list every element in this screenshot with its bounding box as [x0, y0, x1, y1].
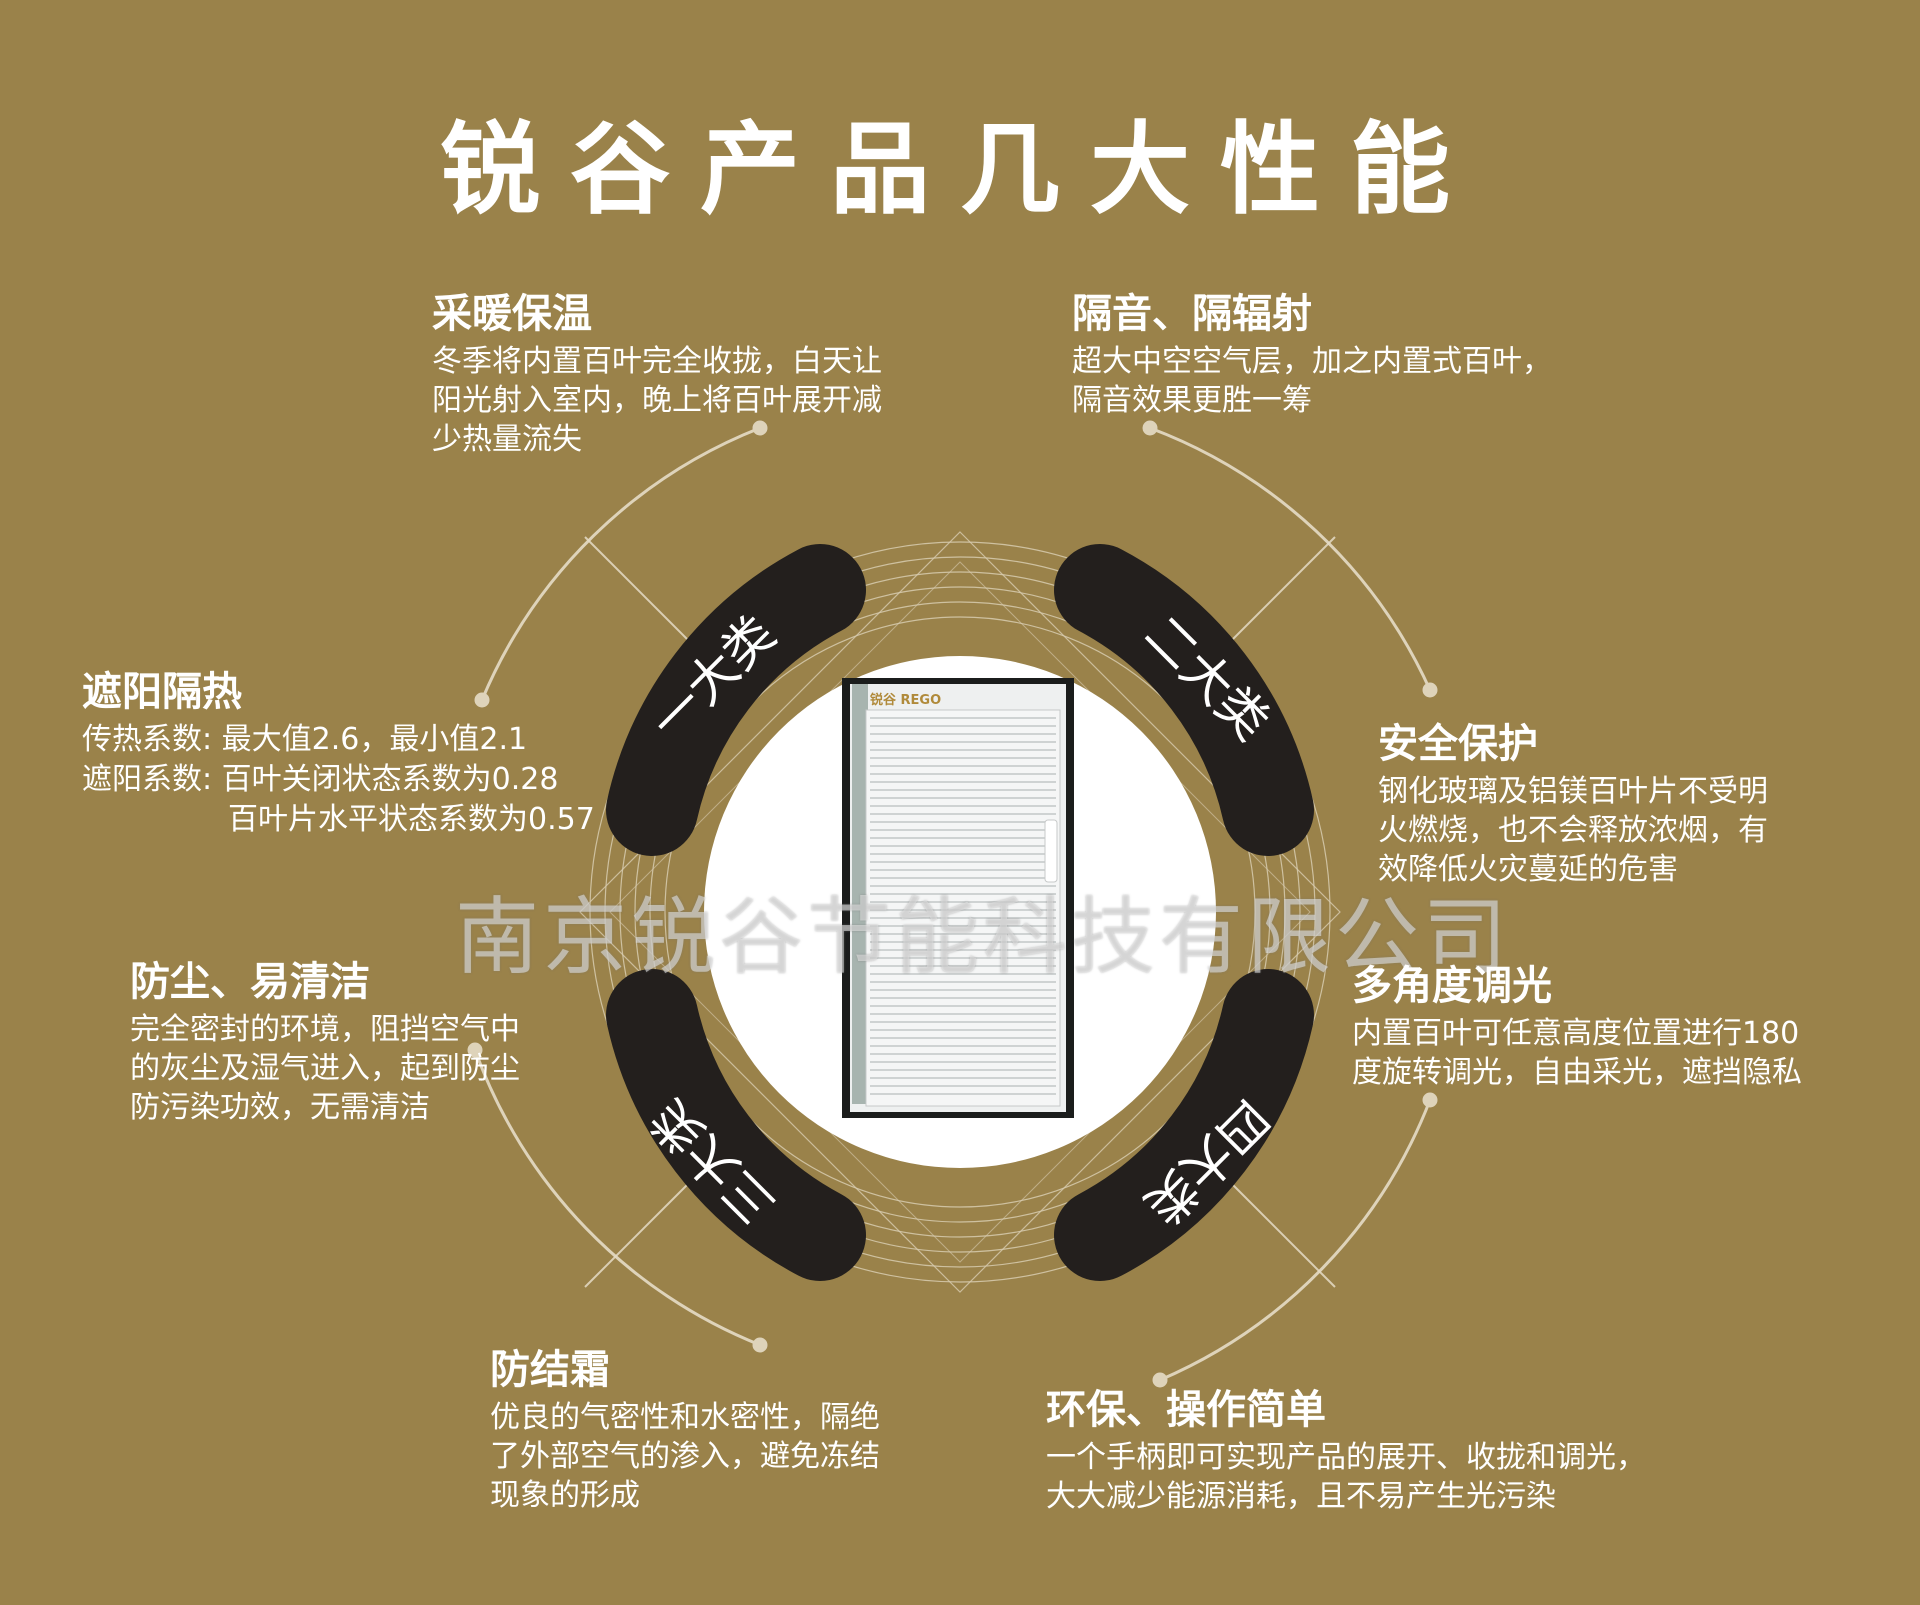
leader-dot-safety — [1422, 682, 1438, 698]
company-watermark: 南京锐谷节能科技有限公司 — [455, 888, 1512, 986]
feature-shading-line: 百叶片水平状态系数为0.57 — [228, 802, 595, 837]
feature-safety-line: 效降低火灾蔓延的危害 — [1378, 852, 1678, 887]
badge-2 — [1054, 544, 1314, 856]
feature-eco: 环保、操作简单 一个手柄即可实现产品的展开、收拢和调光， 大大减少能源消耗，且不… — [1046, 1386, 1746, 1516]
feature-shading-title: 遮阳隔热 — [82, 669, 242, 715]
leader-dot-frost — [752, 1337, 768, 1353]
feature-dust: 防尘、易清洁 完全密封的环境，阻挡空气中 的灰尘及湿气进入，起到防尘 防污染功效… — [130, 958, 590, 1127]
leader-dot-shading — [474, 692, 490, 708]
window-product-image: 锐谷 REGO — [842, 678, 1074, 1118]
outer-arc-top-right — [1149, 426, 1432, 691]
feature-safety-line: 钢化玻璃及铝镁百叶片不受明 — [1378, 774, 1768, 809]
feature-frost-line: 了外部空气的渗入，避免冻结 — [490, 1439, 880, 1474]
badge-1 — [606, 544, 866, 856]
feature-safety-line: 火燃烧，也不会释放浓烟，有 — [1378, 813, 1768, 848]
feature-sound: 隔音、隔辐射 超大中空空气层，加之内置式百叶， 隔音效果更胜一筹 — [1072, 290, 1592, 420]
leader-dot-eco — [1152, 1372, 1168, 1388]
feature-eco-title: 环保、操作简单 — [1046, 1387, 1326, 1433]
feature-frost-line: 现象的形成 — [490, 1478, 640, 1513]
feature-heating-line: 冬季将内置百叶完全收拢，白天让 — [432, 344, 882, 379]
leader-dot-heating — [752, 420, 768, 436]
feature-frost: 防结霜 优良的气密性和水密性，隔绝 了外部空气的渗入，避免冻结 现象的形成 — [490, 1346, 950, 1515]
leader-dot-dust — [467, 1042, 483, 1058]
feature-sound-line: 隔音效果更胜一筹 — [1072, 383, 1312, 418]
badge-3 — [606, 969, 866, 1281]
feature-dust-line: 完全密封的环境，阻挡空气中 — [130, 1012, 520, 1047]
category-badges — [606, 544, 1314, 1281]
feature-dust-line: 的灰尘及湿气进入，起到防尘 — [130, 1051, 520, 1086]
feature-dust-title: 防尘、易清洁 — [130, 959, 370, 1005]
feature-safety: 安全保护 钢化玻璃及铝镁百叶片不受明 火燃烧，也不会释放浓烟，有 效降低火灾蔓延… — [1378, 720, 1848, 889]
page-title: 锐谷产品几大性能 — [440, 111, 1480, 228]
feature-angle: 多角度调光 内置百叶可任意高度位置进行180 度旋转调光，自由采光，遮挡隐私 — [1352, 962, 1852, 1092]
badge-4 — [1054, 969, 1314, 1281]
feature-angle-line: 度旋转调光，自由采光，遮挡隐私 — [1352, 1055, 1802, 1090]
feature-shading: 遮阳隔热 传热系数: 最大值2.6，最小值2.1 遮阳系数: 百叶关闭状态系数为… — [82, 668, 602, 840]
outer-arc-bottom-right — [1159, 1099, 1432, 1382]
window-logo: 锐谷 REGO — [870, 692, 941, 708]
feature-heating-line: 少热量流失 — [432, 422, 582, 457]
feature-sound-line: 超大中空空气层，加之内置式百叶， — [1072, 344, 1552, 379]
feature-frost-line: 优良的气密性和水密性，隔绝 — [490, 1400, 880, 1435]
feature-frost-title: 防结霜 — [490, 1347, 610, 1393]
feature-heating-line: 阳光射入室内，晚上将百叶展开减 — [432, 383, 882, 418]
feature-angle-title: 多角度调光 — [1352, 963, 1552, 1009]
feature-shading-line: 传热系数: 最大值2.6，最小值2.1 — [82, 722, 528, 757]
feature-safety-title: 安全保护 — [1378, 721, 1538, 767]
feature-sound-title: 隔音、隔辐射 — [1072, 291, 1312, 337]
feature-heating-title: 采暖保温 — [432, 291, 592, 337]
feature-eco-line: 一个手柄即可实现产品的展开、收拢和调光， — [1046, 1440, 1646, 1475]
leader-dot-angle — [1422, 1092, 1438, 1108]
outer-arc-bottom-left — [473, 1049, 761, 1347]
feature-heating: 采暖保温 冬季将内置百叶完全收拢，白天让 阳光射入室内，晚上将百叶展开减 少热量… — [432, 290, 932, 459]
feature-eco-line: 大大减少能源消耗，且不易产生光污染 — [1046, 1479, 1556, 1514]
feature-shading-line: 遮阳系数: 百叶关闭状态系数为0.28 — [82, 762, 559, 797]
leader-dot-sound — [1142, 420, 1158, 436]
feature-angle-line: 内置百叶可任意高度位置进行180 — [1352, 1016, 1800, 1051]
outer-arc-top-left — [480, 426, 761, 701]
feature-dust-line: 防污染功效，无需清洁 — [130, 1090, 430, 1125]
